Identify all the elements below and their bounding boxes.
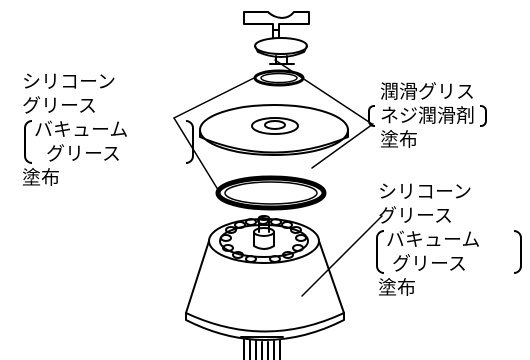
bottom-right-grease-label: シリコーン グリース バキューム グリース 塗布	[376, 180, 522, 300]
top-right-bracket-open	[368, 105, 375, 127]
left-label-bracket-group: バキューム グリース	[24, 118, 194, 166]
top-right-lubricant-label: 潤滑グリス ネジ潤滑剤 塗布	[368, 80, 488, 152]
bottom-right-bracket-close	[514, 230, 522, 274]
top-right-bracket-close	[480, 105, 488, 127]
top-right-label-line1: 潤滑グリス	[380, 81, 476, 103]
left-grease-label: シリコーン グリース バキューム グリース 塗布	[22, 70, 194, 190]
left-label-bracket1: バキューム	[34, 119, 129, 141]
cover-disc	[199, 104, 349, 156]
rotor-body	[185, 215, 345, 360]
left-bracket-close	[186, 120, 194, 164]
leader-left-to-small-ring	[173, 77, 255, 119]
left-label-line1: シリコーン	[22, 71, 117, 93]
top-right-label-bracket: ネジ潤滑剤	[380, 105, 476, 127]
leader-right-to-disc	[311, 123, 374, 169]
left-label-line2: グリース	[22, 95, 98, 117]
bottom-right-label-line1: シリコーン	[378, 181, 473, 203]
top-right-label-bracket-group: ネジ潤滑剤	[368, 104, 488, 128]
left-label-bracket2: グリース	[46, 143, 122, 165]
t-knob-handle	[243, 11, 310, 65]
leader-right-to-rotor	[301, 215, 383, 297]
bottom-right-label-line3: 塗布	[378, 277, 417, 299]
bottom-right-label-bracket1: バキューム	[386, 229, 481, 251]
large-o-ring	[215, 175, 327, 211]
leader-lines	[173, 59, 383, 297]
bottom-right-bracket-open	[376, 230, 384, 274]
top-right-label-line2: 塗布	[380, 129, 419, 151]
bottom-right-label-bracket-group: バキューム グリース	[376, 228, 522, 276]
bottom-right-label-line2: グリース	[378, 205, 454, 227]
leader-left-to-large-ring	[173, 117, 221, 194]
bottom-right-label-bracket2: グリース	[392, 253, 468, 275]
left-label-line3: 塗布	[22, 167, 61, 189]
left-bracket-open	[24, 120, 32, 164]
leader-right-to-knob	[274, 59, 373, 125]
